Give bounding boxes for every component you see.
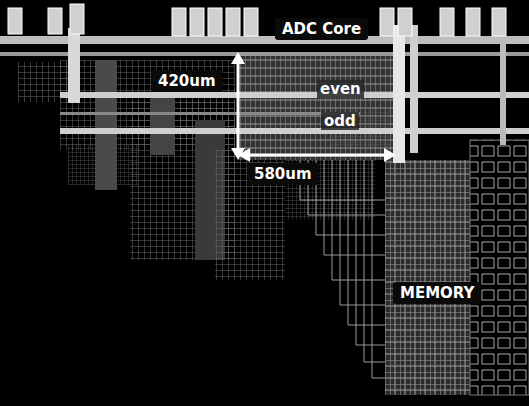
region-label: even xyxy=(317,80,364,98)
region-label: odd xyxy=(321,112,359,130)
block-name: MEMORY xyxy=(400,284,474,302)
dimension-label: 580um xyxy=(247,163,319,185)
dimension-label: 420um xyxy=(151,70,223,92)
block-tag: ADC Core xyxy=(275,18,368,40)
block-tag: MEMORY xyxy=(393,282,481,304)
block-name: ADC Core xyxy=(282,20,361,38)
